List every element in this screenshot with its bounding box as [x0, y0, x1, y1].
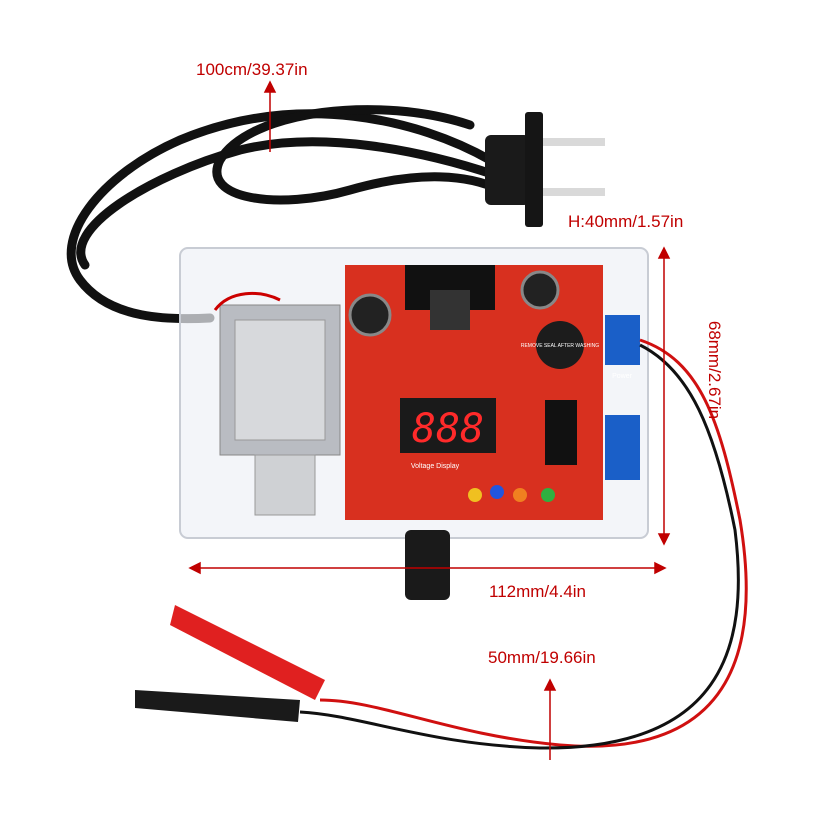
cord-length-label: 100cm/39.37in: [196, 60, 308, 79]
leds: [468, 485, 555, 502]
height-label: H:40mm/1.57in: [568, 212, 684, 231]
power-label: Power: [612, 373, 633, 380]
output-terminal: [605, 315, 640, 365]
output-leads: [299, 338, 748, 750]
display-digits: 888: [412, 406, 484, 452]
alligator-clip-black: [135, 690, 300, 722]
buzzer: [536, 321, 584, 369]
transformer: [213, 291, 341, 516]
lead-length-label: 50mm/19.66in: [488, 648, 596, 667]
alligator-clip-red: [170, 605, 325, 700]
input-terminal: [605, 415, 640, 480]
heatsink: [405, 265, 495, 330]
capacitor: [520, 270, 560, 310]
display-label: Voltage Display: [411, 463, 460, 470]
ic-chip: [545, 400, 577, 465]
dimension-lines: [188, 80, 671, 760]
width-label: 112mm/4.4in: [489, 582, 587, 601]
buzzer-label: REMOVE SEAL AFTER WASHING: [521, 343, 599, 349]
capacitor: [348, 293, 392, 337]
power-cord: [66, 105, 505, 324]
adjust-knob[interactable]: [405, 530, 450, 600]
power-plug: [485, 112, 605, 227]
depth-label: 68mm/2.67in: [705, 320, 725, 420]
led-display: [400, 398, 496, 453]
